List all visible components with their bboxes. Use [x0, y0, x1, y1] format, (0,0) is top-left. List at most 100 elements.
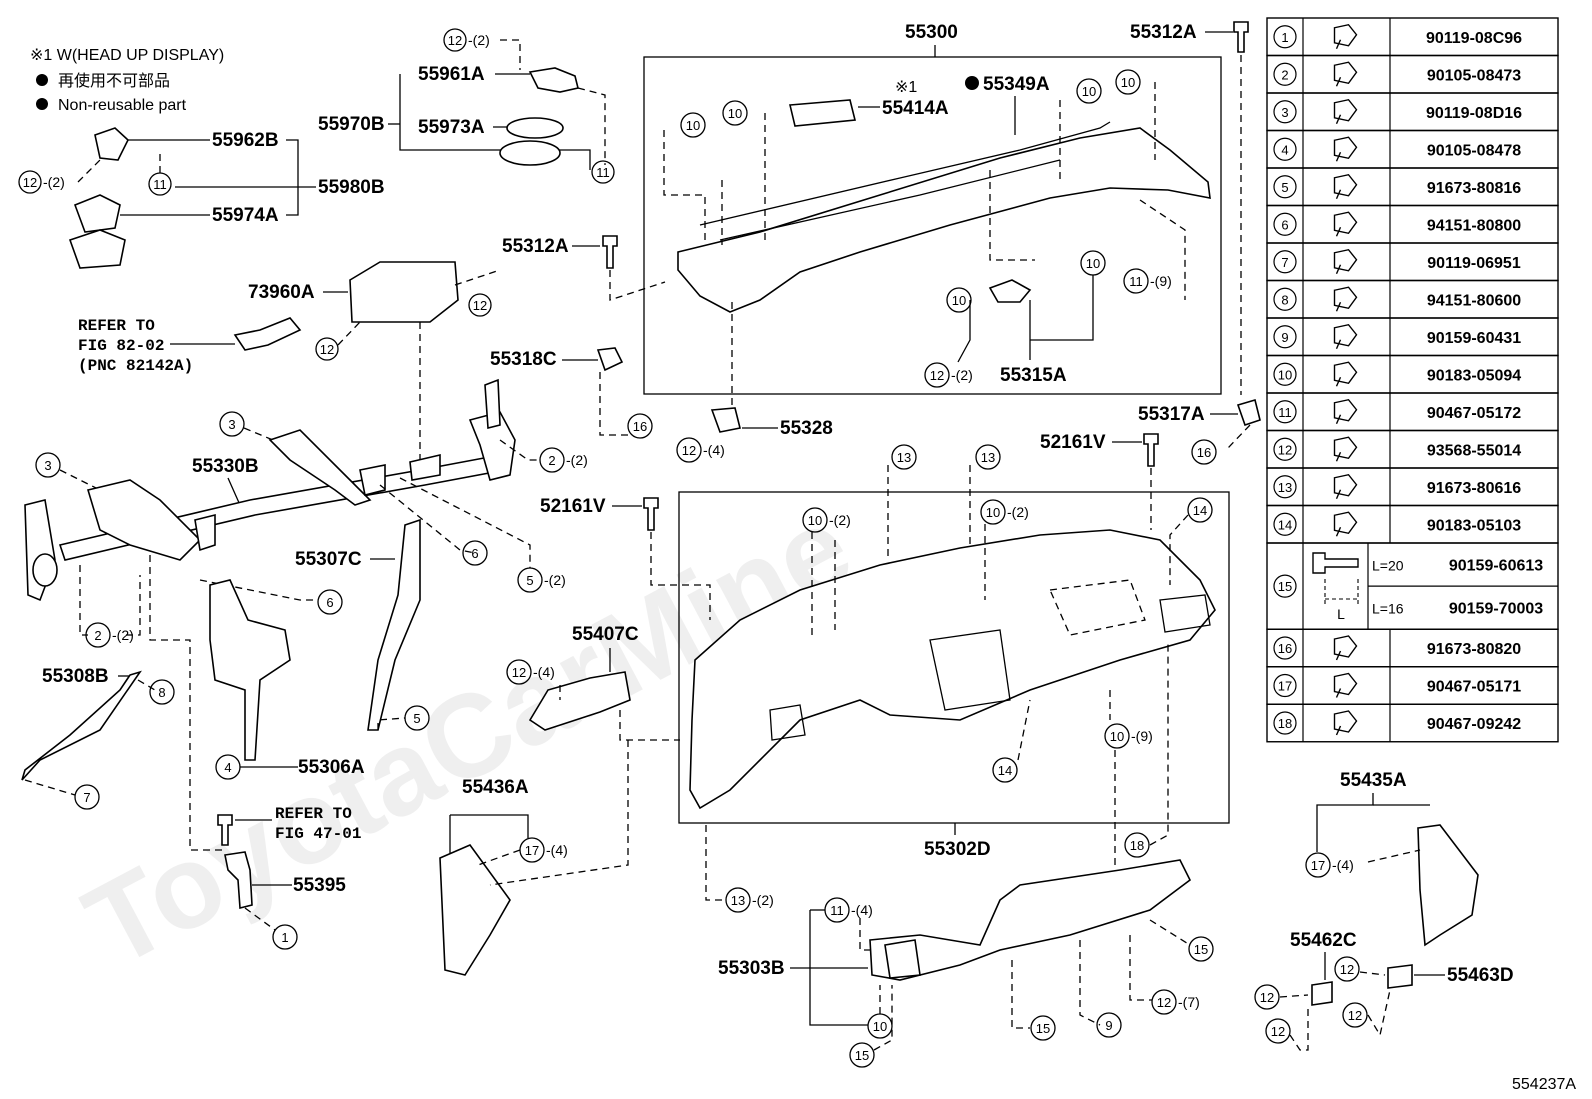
callout-number: 14	[998, 763, 1012, 778]
part-55306A: 55306A	[298, 757, 365, 778]
part-55315A: 55315A	[1000, 365, 1067, 386]
part-55312A-mid: 55312A	[502, 236, 569, 257]
part-55970B: 55970B	[318, 114, 385, 135]
callout-number: 13	[731, 893, 745, 908]
fastener-part-number: 90467-05172	[1427, 405, 1521, 422]
panel-lower-group: 13 13 10 -(2) 10 -(2) 14 14 10 -(9) 5530…	[678, 444, 1230, 913]
callout-qty: -(4)	[533, 664, 555, 680]
fastener-icon	[1333, 61, 1358, 85]
fastener-icon	[1333, 672, 1358, 696]
refer-fig82-line3: (PNC 82142A)	[78, 357, 193, 375]
fastener-part-number: 90183-05103	[1427, 517, 1521, 534]
row-number: 16	[1278, 641, 1292, 656]
callout-qty: -(2)	[43, 174, 65, 190]
tab-part	[359, 464, 386, 496]
right-stay-part	[484, 378, 501, 430]
bolt-part	[1143, 433, 1159, 467]
callout-qty: -(2)	[951, 367, 973, 383]
row-number-circle	[1273, 212, 1297, 236]
left-bracket-part	[86, 479, 202, 561]
part-55312A-top: 55312A	[1130, 22, 1197, 43]
callout-number: 12	[1260, 990, 1274, 1005]
part-55302D: 55302D	[924, 839, 991, 860]
fastener-part-number: 94151-80600	[1427, 292, 1521, 309]
hud-bracket-part	[528, 67, 579, 93]
part-55318C: 55318C	[490, 349, 557, 370]
callout-number: 12	[1348, 1008, 1362, 1023]
row-number: 11	[1278, 405, 1292, 420]
footnote-head-up-display: ※1 W(HEAD UP DISPLAY)	[30, 47, 224, 64]
callout-qty: -(2)	[112, 627, 134, 643]
fastener-part-number: 90159-60613	[1449, 558, 1543, 575]
fastener-icon	[1333, 323, 1358, 347]
fastener-part-number: 90119-08C96	[1426, 30, 1522, 47]
row-number: 7	[1281, 255, 1288, 270]
callout-number: 10	[1082, 84, 1096, 99]
callout-number: 1	[281, 930, 288, 945]
part-55973A: 55973A	[418, 117, 485, 138]
row-number: 18	[1278, 716, 1292, 731]
part-55328: 55328	[780, 418, 833, 439]
clip-part	[1387, 964, 1413, 989]
callout-number: 13	[897, 450, 911, 465]
callout-number: 7	[83, 790, 90, 805]
side-cover-left-group: 55436A 17 -(4)	[439, 740, 629, 976]
fastener-icon	[1333, 23, 1358, 47]
side-cover-part	[439, 844, 511, 976]
part-55407C: 55407C	[572, 624, 639, 645]
callout-number: 15	[855, 1048, 869, 1063]
hud-lens-part	[789, 99, 857, 127]
mid-fasteners-group: 55312A 55318C 16 55328 12 -(4)	[490, 235, 833, 463]
fastener-icon	[1333, 286, 1358, 310]
hud-cover-part	[506, 117, 564, 139]
row-number-circle	[1273, 636, 1297, 660]
clip-part	[710, 407, 741, 433]
note-mark-55414A: ※1	[895, 79, 917, 96]
callout-qty: -(2)	[544, 572, 566, 588]
row-number: 13	[1278, 480, 1292, 495]
fastener-icon	[1333, 436, 1358, 460]
row-number-circle	[1273, 62, 1297, 86]
figure-id: 554237A	[1512, 1076, 1576, 1093]
clip-part	[1311, 981, 1333, 1006]
callout-qty: -(4)	[1332, 857, 1354, 873]
refer-fig47-line1: REFER TO	[275, 805, 352, 823]
row-number-circle	[1273, 325, 1297, 349]
row-number-circle	[1273, 137, 1297, 161]
bolt-part	[1233, 21, 1249, 53]
part-55414A: 55414A	[882, 98, 949, 119]
refer-fig82-line2: FIG 82-02	[78, 337, 164, 355]
fastener-icon	[1333, 398, 1358, 422]
fastener-part-number: 91673-80616	[1427, 480, 1521, 497]
fastener-icon	[1333, 473, 1358, 497]
callout-number: 17	[1311, 858, 1325, 873]
part-52161V-a: 52161V	[1040, 432, 1106, 453]
dimension-label: L	[1337, 606, 1345, 622]
row-number: 17	[1278, 679, 1292, 694]
fastener-part-number: 90119-06951	[1427, 255, 1521, 272]
footnote-legend: ※1 W(HEAD UP DISPLAY) 再使用不可部品 Non-reusab…	[30, 47, 224, 114]
callout-number: 10	[1110, 729, 1124, 744]
callout-number: 10	[1086, 256, 1100, 271]
clip-part	[596, 347, 624, 372]
callout-number: 10	[952, 293, 966, 308]
callout-qty: -(4)	[546, 842, 568, 858]
callout-qty: -(4)	[703, 442, 725, 458]
callout-qty: -(2)	[829, 512, 851, 528]
row-number: 14	[1278, 517, 1292, 532]
tab-part	[409, 453, 441, 481]
callout-number: 11	[596, 165, 610, 180]
callout-number: 12	[448, 33, 462, 48]
panel-finish-part	[528, 671, 631, 731]
callout-number: 12	[682, 443, 696, 458]
tube-end-part	[32, 553, 58, 587]
row-number-circle	[1273, 400, 1297, 424]
callout-number: 17	[525, 843, 539, 858]
fastener-part-number: 90105-08473	[1427, 67, 1521, 84]
footnote-english: Non-reusable part	[58, 97, 187, 114]
callout-number: 15	[1194, 942, 1208, 957]
panel-upper-group: 55300 55312A ※1 55414A 55349A 10 10 10	[643, 21, 1249, 395]
row-number-circle	[1273, 673, 1297, 698]
steering-brace-part	[209, 579, 291, 761]
